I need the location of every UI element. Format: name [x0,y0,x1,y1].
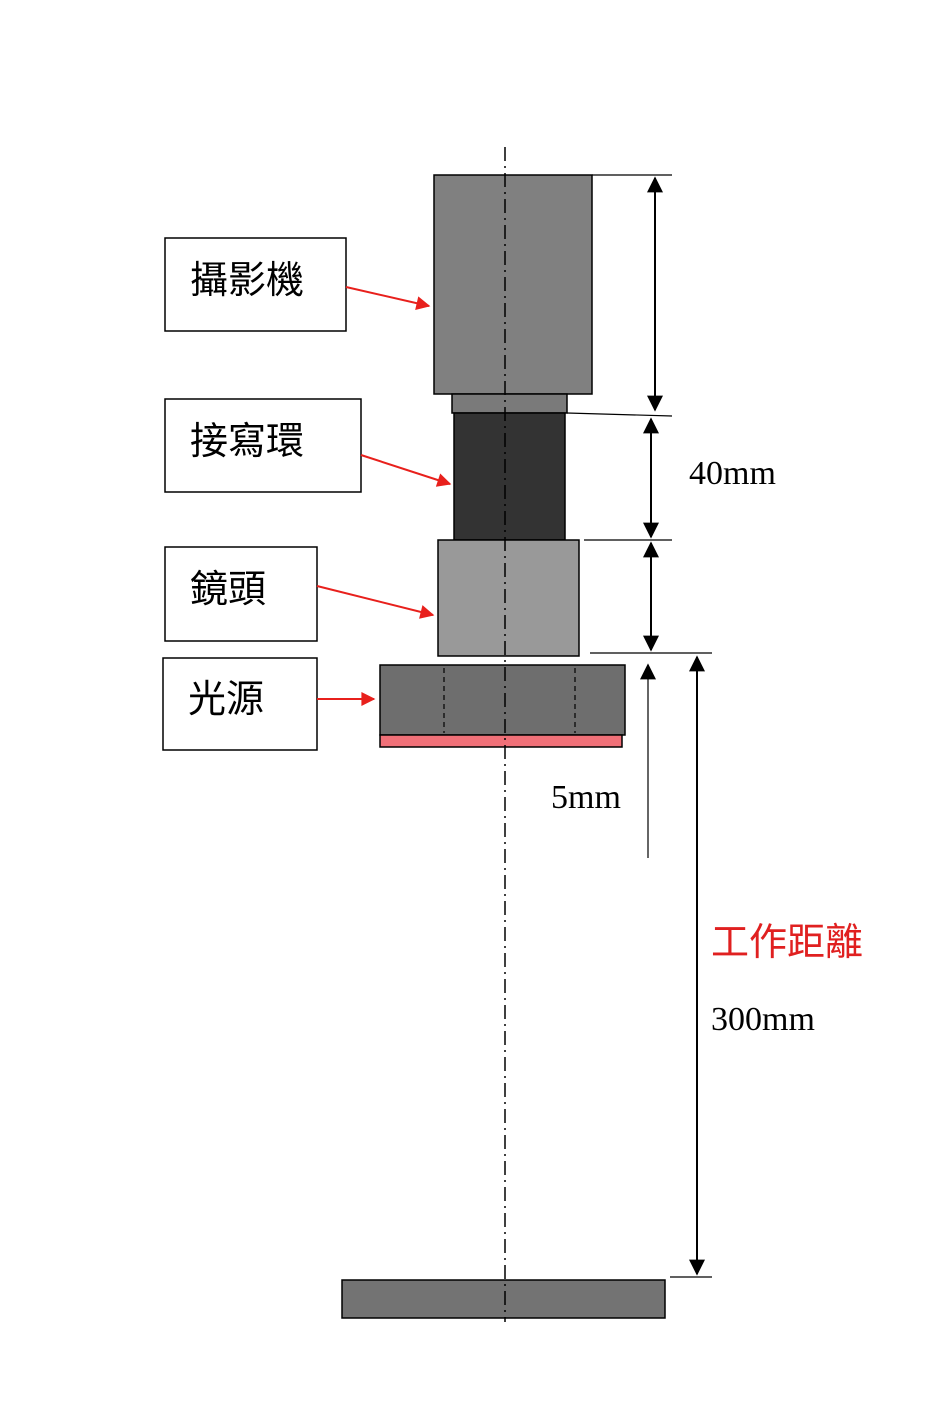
light-emitter-strip [379,734,623,748]
light-source-block [379,664,626,736]
lens-block [437,539,580,657]
leader-arrow-camera [345,286,431,311]
label-extension-ring-text: 接寫環 [190,419,304,463]
ext-line-camera-bottom [566,412,673,417]
label-lens: 鏡頭 [164,546,318,642]
label-light-source-text: 光源 [188,677,264,721]
leader-arrow-extension-ring [360,454,452,487]
label-camera-text: 攝影機 [190,258,304,302]
target-plate [341,1279,666,1319]
working-distance-label: 工作距離 [711,920,863,964]
dim-light-gap-text: 5mm [551,779,621,816]
label-extension-ring: 接寫環 [164,398,362,493]
camera-body [433,174,593,395]
working-distance-value: 300mm [711,1001,815,1038]
label-camera: 攝影機 [164,237,347,332]
extension-ring-block [453,412,566,541]
label-lens-text: 鏡頭 [190,567,266,611]
camera-mount [451,393,568,414]
dim-extension-text: 40mm [689,455,776,492]
leader-arrow-lens [316,585,435,619]
label-light-source: 光源 [162,657,318,751]
